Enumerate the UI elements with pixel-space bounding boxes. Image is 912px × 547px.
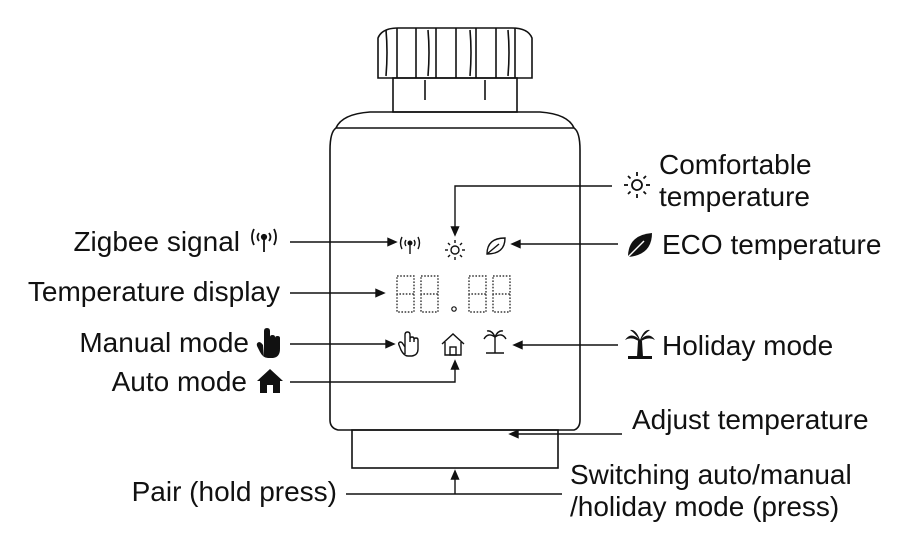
thermostat-device (329, 27, 581, 469)
palm-tree-icon (483, 330, 507, 354)
leaf-icon (627, 233, 652, 258)
neck (392, 77, 518, 113)
home-icon (441, 333, 465, 356)
body (329, 127, 581, 431)
sun-icon (445, 240, 465, 260)
temperature-digits (396, 275, 511, 313)
sun-icon (624, 172, 650, 198)
home-icon (257, 369, 283, 393)
comfortable-line-2: temperature (659, 181, 810, 212)
temperature-display-label: Temperature display (27, 276, 280, 307)
eco-temperature-label: ECO temperature (662, 229, 882, 260)
switching-line-1: Switching auto/manual (570, 459, 852, 490)
pair-label: Pair (hold press) (131, 476, 337, 507)
adjust-temperature-label: Adjust temperature (632, 404, 869, 435)
leaf-icon (486, 237, 506, 255)
auto-mode-label: Auto mode (111, 366, 247, 397)
hand-icon (397, 331, 419, 357)
switching-line-2: /holiday mode (press) (570, 491, 840, 522)
holiday-mode-label: Holiday mode (662, 330, 834, 361)
hand-icon (256, 328, 280, 358)
switching-mode-label: Switching auto/manual /holiday mode (pre… (570, 459, 852, 523)
leader-lines (290, 185, 622, 495)
palm-tree-icon (625, 329, 655, 359)
signal-icon (399, 236, 421, 254)
knurled-cap (377, 27, 533, 79)
adjust-ring (351, 429, 559, 469)
decimal-point (451, 306, 457, 312)
comfortable-line-1: Comfortable (659, 149, 812, 180)
signal-icon (251, 228, 277, 252)
comfortable-temperature-label: Comfortable temperature (659, 149, 812, 213)
shoulder (335, 111, 575, 129)
zigbee-signal-label: Zigbee signal (73, 226, 240, 257)
manual-mode-label: Manual mode (79, 327, 249, 358)
